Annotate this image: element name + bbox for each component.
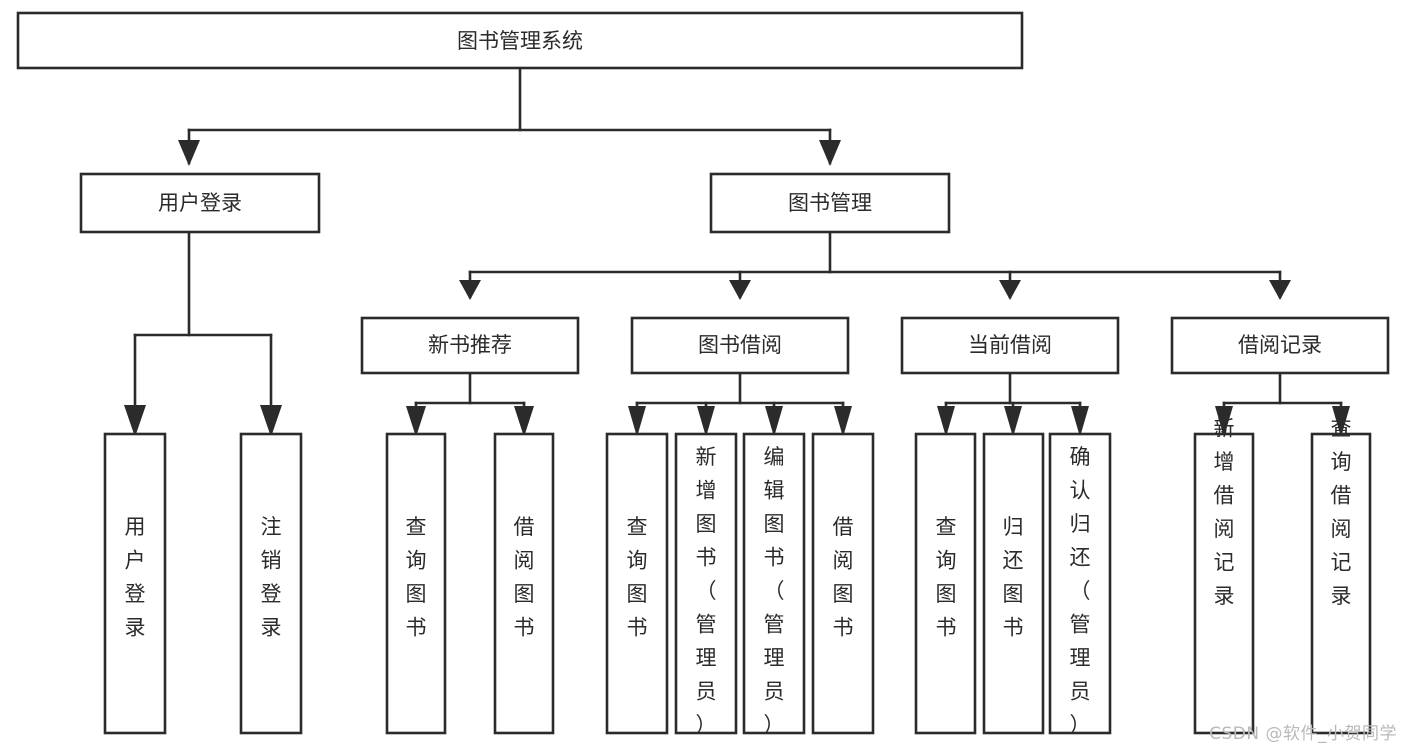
arrow-icon-bb-leaf-2 [697,406,715,437]
leaf-node-br-add-record[interactable]: 新增借阅记录 [1193,416,1255,735]
node-borrow-record[interactable]: 借阅记录 [1170,316,1390,375]
arrow-icon-cb-leaf-1 [937,406,955,437]
node-root-box[interactable] [16,11,1024,70]
leaf-node-bb-query-book[interactable]: 查询图书 [605,432,669,735]
node-current-borrow[interactable]: 当前借阅 [900,316,1120,375]
leaf-node-logout[interactable]: 注销登录 [239,432,303,735]
arrow-icon-bb-leaf-3 [765,406,783,437]
leaf-cb-query-book-label: 查询图书 [936,515,957,640]
leaf-node-nb-query-book[interactable]: 查询图书 [385,432,447,735]
leaf-node-bb-borrow-book[interactable]: 借阅图书 [811,432,875,735]
leaf-br-add-record-label: 新增借阅记录 [1214,416,1235,608]
arrow-icon-nb-leaf-2 [514,406,534,437]
leaf-user-login-label: 用户登录 [125,515,146,640]
node-user-login-label: 用户登录 [158,191,242,215]
leaf-nb-borrow-book-label: 借阅图书 [514,515,535,640]
leaf-user-login-box[interactable] [103,432,167,735]
node-current-borrow-box[interactable] [900,316,1120,375]
leaf-br-add-record-box[interactable] [1193,432,1255,735]
leaf-node-user-login[interactable]: 用户登录 [103,432,167,735]
leaf-br-query-record-label: 查询借阅记录 [1331,416,1352,608]
node-new-book-recommend-label: 新书推荐 [428,333,512,357]
arrow-icon-current-borrow [999,280,1021,300]
arrow-icon-book-borrow [729,280,751,300]
leaf-bb-borrow-book-box[interactable] [811,432,875,735]
leaf-nb-borrow-book-box[interactable] [493,432,555,735]
arrow-icon-leaf-logout [260,405,282,437]
arrowhead-group [124,140,1350,437]
leaf-logout-label: 注销登录 [261,515,282,640]
leaf-cb-query-book-box[interactable] [914,432,977,735]
leaf-node-bb-add-book[interactable]: 新增图书（管理员） [674,432,738,737]
arrow-icon-borrow-record [1269,280,1291,300]
leaf-node-cb-return-book[interactable]: 归还图书 [982,432,1045,735]
node-book-borrow-box[interactable] [630,316,850,375]
leaf-cb-confirm-return-box[interactable] [1048,432,1112,735]
arrow-icon-bb-leaf-1 [628,406,646,437]
node-user-login-box[interactable] [79,172,321,234]
node-root-system[interactable]: 图书管理系统 [16,11,1024,70]
arrow-icon-user-login [178,140,200,166]
node-root-label: 图书管理系统 [457,29,583,53]
leaf-cb-return-book-box[interactable] [982,432,1045,735]
arrow-icon-new-book [459,280,481,300]
node-new-book-recommend-box[interactable] [360,316,580,375]
leaf-bb-query-book-box[interactable] [605,432,669,735]
leaf-cb-return-book-label: 归还图书 [1003,515,1024,640]
node-book-manage-box[interactable] [709,172,951,234]
leaf-bb-edit-book-label: 编辑图书（管理员） [764,445,785,737]
node-borrow-record-label: 借阅记录 [1238,333,1322,357]
arrow-icon-nb-leaf-1 [406,406,426,437]
arrow-icon-cb-leaf-3 [1071,406,1089,437]
leaf-node-cb-query-book[interactable]: 查询图书 [914,432,977,735]
arrow-icon-cb-leaf-2 [1004,406,1022,437]
node-user-login[interactable]: 用户登录 [79,172,321,234]
node-current-borrow-label: 当前借阅 [968,333,1052,357]
arrow-icon-leaf-user-login [124,405,146,437]
arrow-icon-br-leaf-1 [1215,406,1233,437]
leaf-bb-add-book-box[interactable] [674,432,738,735]
node-borrow-record-box[interactable] [1170,316,1390,375]
arrow-icon-book-manage [819,140,841,166]
leaf-bb-borrow-book-label: 借阅图书 [833,515,854,640]
csdn-watermark: CSDN @软件_小贺同学 [1209,724,1397,744]
node-book-borrow-label: 图书借阅 [698,333,782,357]
leaf-bb-add-book-label: 新增图书（管理员） [696,445,717,737]
leaf-nb-query-book-box[interactable] [385,432,447,735]
node-new-book-recommend[interactable]: 新书推荐 [360,316,580,375]
node-book-manage[interactable]: 图书管理 [709,172,951,234]
leaf-bb-edit-book-box[interactable] [742,432,806,735]
leaf-bb-query-book-label: 查询图书 [627,515,648,640]
leaf-logout-box[interactable] [239,432,303,735]
arrow-icon-br-leaf-2 [1332,406,1350,437]
leaf-cb-confirm-return-label: 确认归还（管理员） [1070,445,1091,737]
leaf-node-bb-edit-book[interactable]: 编辑图书（管理员） [742,432,806,737]
leaf-nb-query-book-label: 查询图书 [406,515,427,640]
leaf-node-nb-borrow-book[interactable]: 借阅图书 [493,432,555,735]
leaf-node-br-query-record[interactable]: 查询借阅记录 [1310,416,1372,735]
node-book-manage-label: 图书管理 [788,191,872,215]
arrow-icon-bb-leaf-4 [834,406,852,437]
leaf-node-cb-confirm-return[interactable]: 确认归还（管理员） [1048,432,1112,737]
leaf-br-query-record-box[interactable] [1310,432,1372,735]
node-book-borrow[interactable]: 图书借阅 [630,316,850,375]
